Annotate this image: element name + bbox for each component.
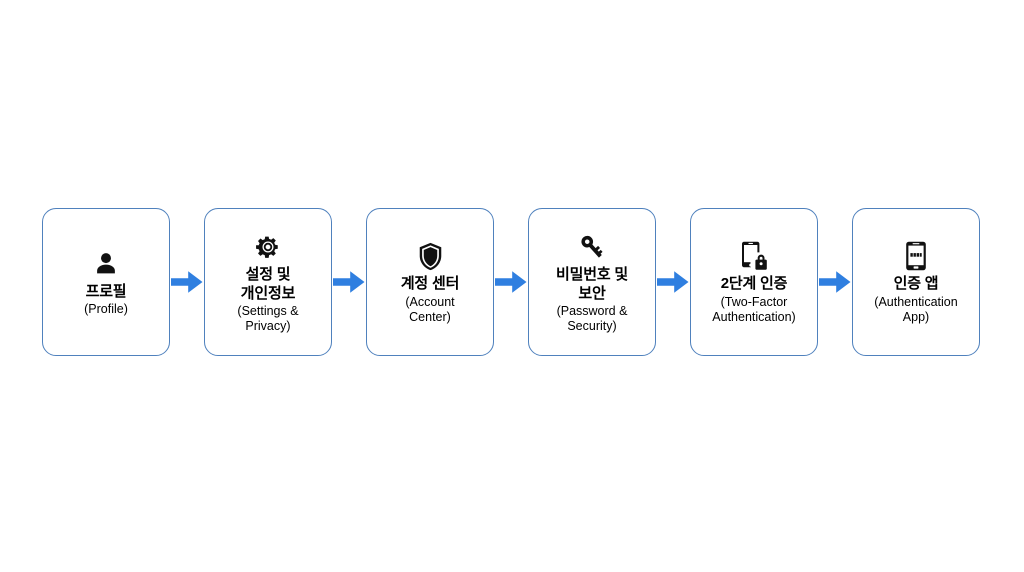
- flow-step-label-ko: 계정 센터: [400, 275, 460, 293]
- flow-step-label-ko: 프로필: [85, 282, 127, 300]
- flow-step-account-center[interactable]: 계정 센터 (Account Center): [366, 208, 494, 356]
- phone-code-icon: [905, 239, 927, 273]
- flow-step-label-ko: 설정 및 개인정보: [240, 266, 296, 302]
- flow-step-label-ko: 비밀번호 및 보안: [556, 266, 628, 302]
- flow-step-label-ko: 2단계 인증: [720, 275, 788, 293]
- phone-lock-icon: [740, 239, 768, 273]
- flow-step-two-factor-authentication[interactable]: 2단계 인증 (Two-Factor Authentication): [690, 208, 818, 356]
- arrow-right-icon-3: [494, 262, 528, 302]
- flow-step-label-ko: 인증 앱: [893, 275, 939, 293]
- flow-step-profile[interactable]: 프로필 (Profile): [42, 208, 170, 356]
- flow-step-label-en: (Two-Factor Authentication): [712, 294, 796, 324]
- gear-icon: [255, 230, 281, 264]
- person-icon: [93, 247, 119, 281]
- shield-icon: [418, 239, 443, 273]
- flow-step-label-en: (Password & Security): [556, 303, 628, 333]
- process-flow: 프로필 (Profile) 설정 및 개인정보 (Settings & Priv…: [0, 208, 1024, 356]
- arrow-right-icon-4: [656, 262, 690, 302]
- key-icon: [579, 230, 605, 264]
- flow-step-settings-privacy[interactable]: 설정 및 개인정보 (Settings & Privacy): [204, 208, 332, 356]
- flow-step-label-en: (Account Center): [405, 294, 455, 324]
- flow-step-label-en: (Profile): [84, 302, 128, 317]
- flow-step-label-en: (Settings & Privacy): [237, 303, 299, 333]
- flow-step-authentication-app[interactable]: 인증 앱 (Authentication App): [852, 208, 980, 356]
- arrow-right-icon-5: [818, 262, 852, 302]
- flow-step-label-en: (Authentication App): [874, 294, 958, 324]
- arrow-right-icon-1: [170, 262, 204, 302]
- flow-step-password-security[interactable]: 비밀번호 및 보안 (Password & Security): [528, 208, 656, 356]
- arrow-right-icon-2: [332, 262, 366, 302]
